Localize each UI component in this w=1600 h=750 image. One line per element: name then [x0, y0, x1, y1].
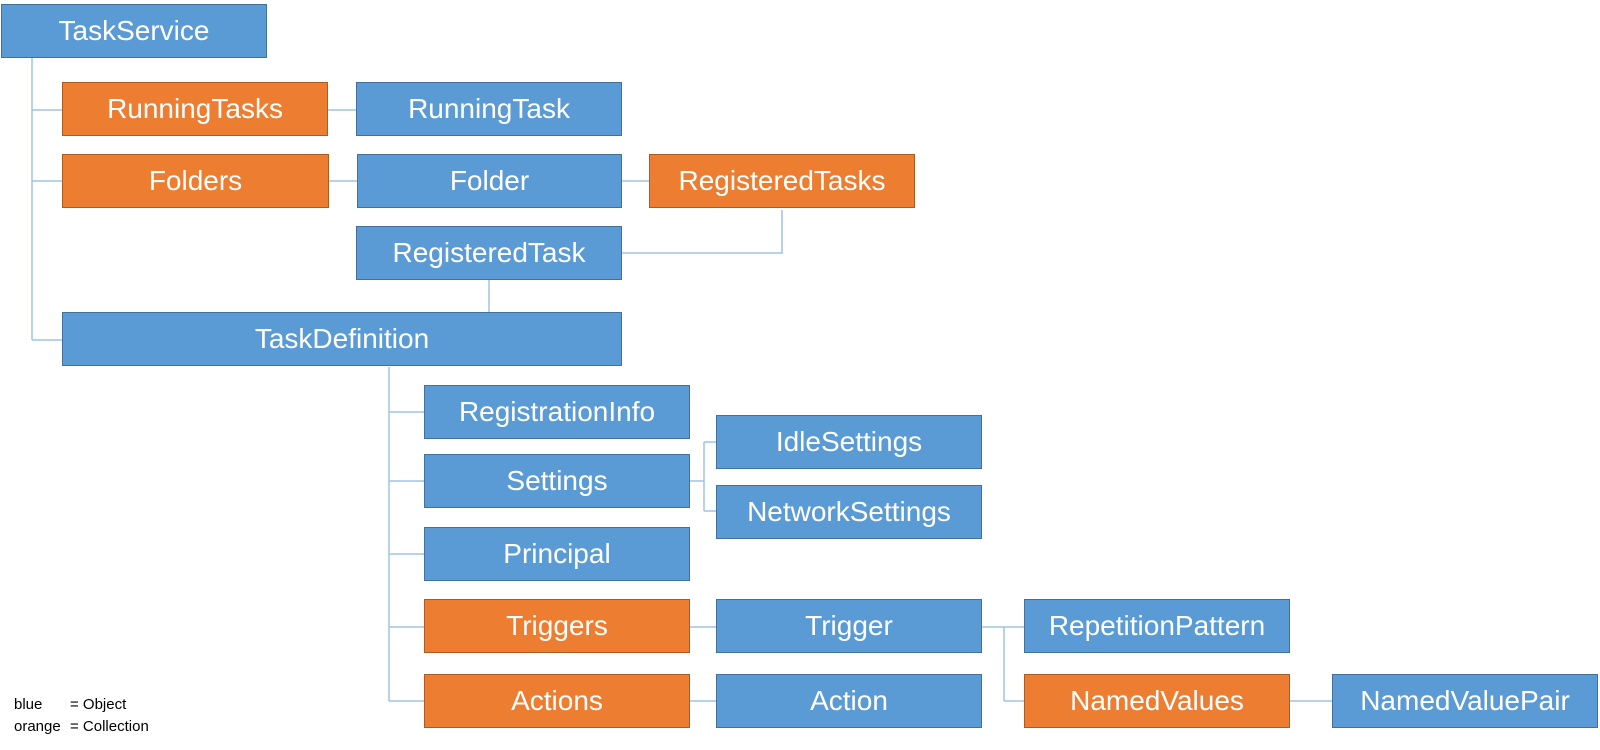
legend-row-collection: orange = Collection [14, 716, 149, 738]
node-repetition-pattern: RepetitionPattern [1024, 599, 1290, 653]
node-folder: Folder [357, 154, 622, 208]
node-named-value-pair: NamedValuePair [1332, 674, 1598, 728]
node-registration-info: RegistrationInfo [424, 385, 690, 439]
node-settings: Settings [424, 454, 690, 508]
node-registered-task: RegisteredTask [356, 226, 622, 280]
node-task-definition: TaskDefinition [62, 312, 622, 366]
legend-value-collection: = Collection [70, 718, 149, 735]
legend-key-blue: blue [14, 696, 43, 713]
node-idle-settings: IdleSettings [716, 415, 982, 469]
node-trigger: Trigger [716, 599, 982, 653]
node-named-values: NamedValues [1024, 674, 1290, 728]
legend: blue = Object orange = Collection [14, 694, 149, 738]
node-running-task: RunningTask [356, 82, 622, 136]
node-running-tasks: RunningTasks [62, 82, 328, 136]
node-network-settings: NetworkSettings [716, 485, 982, 539]
node-registered-tasks: RegisteredTasks [649, 154, 915, 208]
node-actions: Actions [424, 674, 690, 728]
legend-key-orange: orange [14, 718, 61, 735]
node-principal: Principal [424, 527, 690, 581]
node-folders: Folders [62, 154, 329, 208]
legend-value-object: = Object [70, 696, 127, 713]
node-action: Action [716, 674, 982, 728]
node-task-service: TaskService [1, 4, 267, 58]
node-triggers: Triggers [424, 599, 690, 653]
legend-row-object: blue = Object [14, 694, 149, 716]
